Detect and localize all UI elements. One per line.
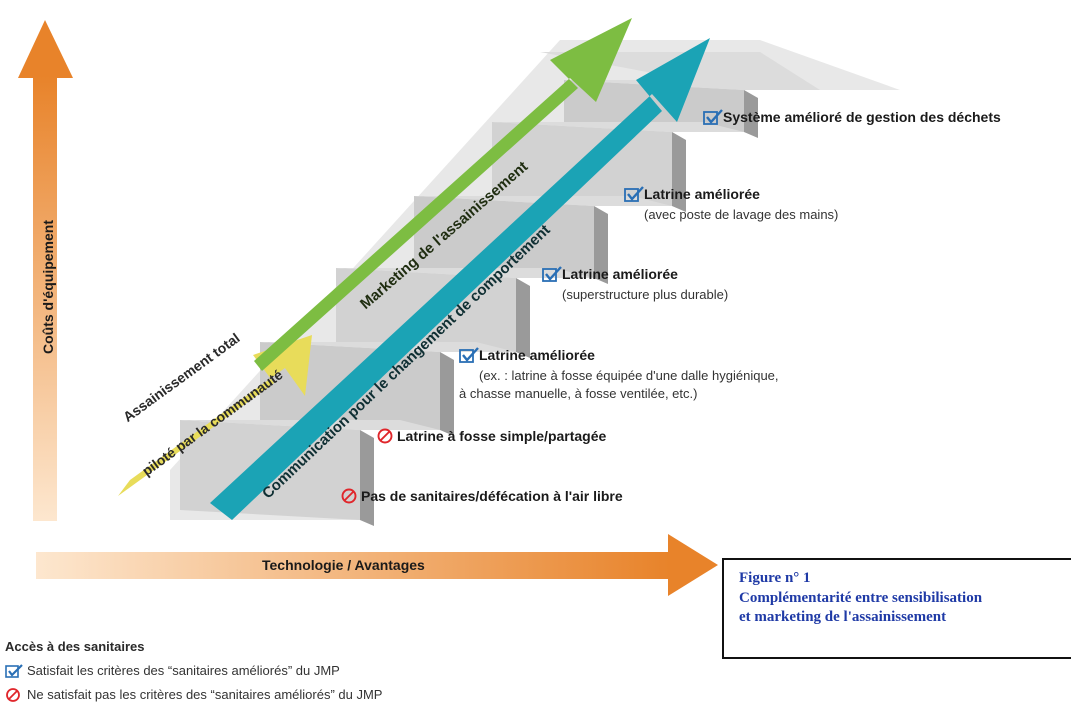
stair-riser <box>516 278 530 358</box>
y-axis-arrow <box>18 20 73 521</box>
stair-riser <box>594 206 608 284</box>
yellow-arrow <box>118 335 312 496</box>
stair-riser <box>744 90 758 138</box>
step-detail: (ex. : latrine à fosse équipée d'une dal… <box>479 368 779 383</box>
step-title: Latrine à fosse simple/partagée <box>397 428 607 444</box>
check-icon <box>542 266 562 282</box>
step-title: Latrine améliorée <box>562 266 678 282</box>
check-icon <box>703 109 723 125</box>
green-arrow <box>254 18 632 371</box>
figure-caption: Figure n° 1 Complémentarité entre sensib… <box>722 558 1071 659</box>
step-detail: à chasse manuelle, à fosse ventilée, etc… <box>459 386 698 401</box>
check-icon <box>624 186 644 202</box>
stair-riser <box>440 352 454 436</box>
stair-riser <box>360 430 374 526</box>
legend-title: Accès à des sanitaires <box>5 639 145 654</box>
step-detail: (avec poste de lavage des mains) <box>644 207 839 222</box>
step-detail: (superstructure plus durable) <box>562 287 729 302</box>
step-title: Système amélioré de gestion des déchets <box>723 109 1001 125</box>
step-title: Pas de sanitaires/défécation à l'air lib… <box>361 488 623 504</box>
blue-arrow <box>210 38 710 520</box>
stair-riser <box>672 132 686 212</box>
legend-prohibited-text: Ne satisfait pas les critères des “sanit… <box>27 687 383 702</box>
legend-check-text: Satisfait les critères des “sanitaires a… <box>27 663 340 678</box>
step-title: Latrine améliorée <box>479 347 595 363</box>
y-axis-label: Coûts d'équipement <box>40 220 56 354</box>
x-axis-arrow <box>36 534 718 596</box>
prohibited-icon <box>6 688 20 702</box>
check-icon <box>459 347 479 363</box>
step-title: Latrine améliorée <box>644 186 760 202</box>
caption-line-3: et marketing de l'assainissement <box>739 609 947 625</box>
prohibited-icon <box>377 428 393 444</box>
caption-line-1: Figure n° 1 <box>739 570 811 586</box>
caption-line-2: Complémentarité entre sensibilisation <box>739 590 983 606</box>
prohibited-icon <box>341 488 357 504</box>
check-icon <box>5 664 23 678</box>
x-axis-label: Technologie / Avantages <box>262 557 425 573</box>
